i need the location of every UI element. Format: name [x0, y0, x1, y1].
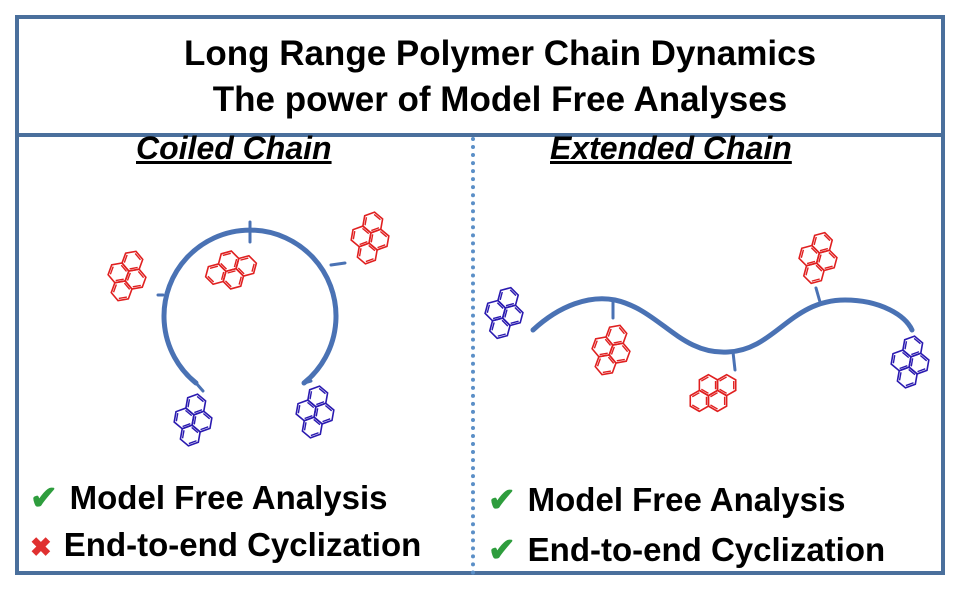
pyrene-terminal-icon	[173, 393, 213, 447]
pyrene-terminal-icon	[890, 335, 930, 389]
figure-frame: Long Range Polymer Chain Dynamics The po…	[15, 15, 945, 575]
pyrene-terminal-icon	[295, 385, 335, 439]
right-criterion-2: ✔ End-to-end Cyclization	[488, 530, 885, 569]
pyrene-internal-icon	[798, 231, 838, 285]
checkmark-icon: ✔	[30, 479, 58, 516]
left-criterion-2: ✖ End-to-end Cyclization	[30, 526, 421, 564]
linker	[329, 261, 347, 267]
extended-chain-backbone	[530, 296, 915, 355]
panel-divider	[471, 137, 475, 575]
extended-chain-heading: Extended Chain	[550, 130, 792, 166]
pyrene-internal-icon	[350, 211, 390, 265]
left-criterion-1: ✔ Model Free Analysis	[30, 478, 388, 517]
title-line-2: The power of Model Free Analyses	[212, 80, 788, 119]
pyrene-internal-icon	[107, 250, 147, 302]
pyrene-internal-icon	[689, 373, 737, 413]
checkmark-icon: ✔	[488, 481, 516, 518]
criterion-label: End-to-end Cyclization	[527, 531, 886, 568]
pyrene-internal-icon	[204, 250, 258, 290]
pyrene-internal-icon	[591, 324, 631, 376]
criterion-label: Model Free Analysis	[527, 481, 846, 518]
linker	[194, 381, 205, 393]
linker	[814, 286, 822, 304]
coiled-chain-backbone	[161, 227, 339, 386]
linker	[731, 350, 737, 372]
criterion-label: Model Free Analysis	[69, 479, 388, 516]
pyrene-terminal-icon	[484, 286, 524, 340]
checkmark-icon: ✔	[488, 531, 516, 568]
cross-icon: ✖	[30, 532, 52, 562]
title-line-1: Long Range Polymer Chain Dynamics	[183, 34, 817, 73]
title-banner: Long Range Polymer Chain Dynamics The po…	[19, 19, 941, 137]
linker	[302, 379, 313, 385]
coiled-chain-heading: Coiled Chain	[136, 130, 332, 166]
right-criterion-1: ✔ Model Free Analysis	[488, 480, 846, 519]
criterion-label: End-to-end Cyclization	[63, 526, 422, 563]
